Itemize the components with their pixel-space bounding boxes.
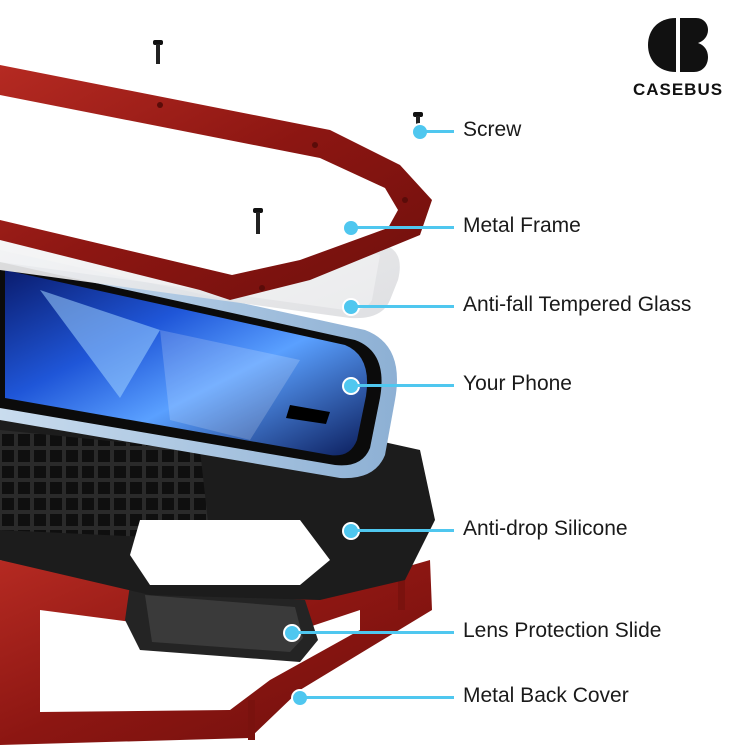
callout-dot [285, 626, 299, 640]
callout-dot [344, 300, 358, 314]
callout-dot [344, 221, 358, 235]
callout-line [355, 305, 454, 308]
callout-line [304, 696, 454, 699]
brand-logo: CASEBUS [632, 16, 724, 100]
callout-label-silicone: Anti-drop Silicone [463, 517, 628, 540]
callout-line [424, 130, 454, 133]
callout-dot [413, 125, 427, 139]
callout-tempered-glass: Anti-fall Tempered Glass [0, 287, 750, 327]
callout-label-back-cover: Metal Back Cover [463, 684, 629, 707]
callout-dot [293, 691, 307, 705]
callout-line [355, 529, 454, 532]
phone-part [0, 250, 397, 479]
callout-line [355, 384, 454, 387]
callout-silicone: Anti-drop Silicone [0, 511, 750, 551]
callout-your-phone: Your Phone [0, 366, 750, 406]
metal-frame-part [0, 65, 432, 300]
callout-label-tempered-glass: Anti-fall Tempered Glass [463, 293, 692, 316]
callout-label-your-phone: Your Phone [463, 372, 572, 395]
callout-line [355, 226, 454, 229]
callout-dot [344, 379, 358, 393]
callout-label-metal-frame: Metal Frame [463, 214, 581, 237]
callout-lens-slide: Lens Protection Slide [0, 613, 750, 653]
lens-protection-slide-part [125, 585, 318, 662]
callout-dot [344, 524, 358, 538]
callout-label-screw: Screw [463, 118, 522, 141]
brand-name: CASEBUS [632, 80, 724, 99]
callout-screw: Screw [0, 112, 750, 152]
callout-label-lens-slide: Lens Protection Slide [463, 619, 662, 642]
casebus-logo-icon [648, 18, 708, 72]
callout-back-cover: Metal Back Cover [0, 678, 750, 718]
callout-metal-frame: Metal Frame [0, 208, 750, 248]
callout-line [296, 631, 454, 634]
